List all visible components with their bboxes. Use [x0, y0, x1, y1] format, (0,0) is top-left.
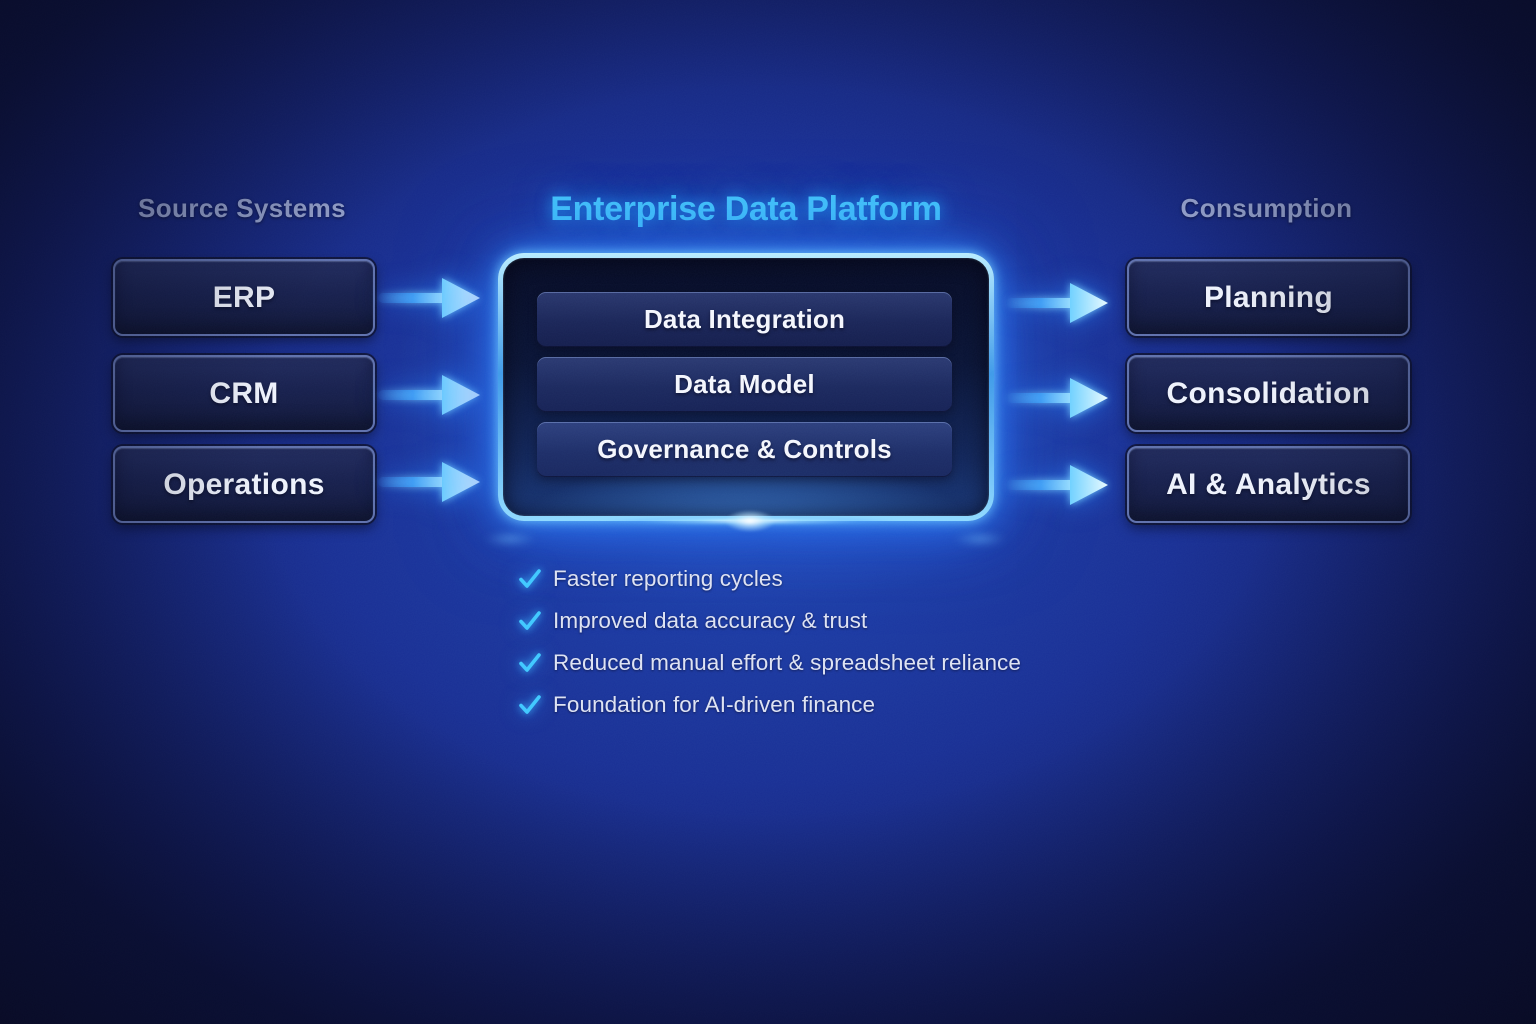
check-icon — [519, 568, 541, 588]
check-icon — [519, 610, 541, 630]
benefit-item: Improved data accuracy & trust — [518, 604, 1021, 637]
benefit-text: Improved data accuracy & trust — [553, 607, 868, 633]
benefit-text: Faster reporting cycles — [553, 565, 783, 591]
arrow-right-icon — [378, 460, 480, 504]
arrow-head — [442, 375, 480, 415]
arrow-right-icon — [1006, 376, 1108, 420]
source-systems-heading: Source Systems — [138, 193, 346, 223]
arrow-head — [1070, 283, 1108, 323]
source-node-erp: ERP — [113, 259, 375, 336]
benefit-text: Reduced manual effort & spreadsheet reli… — [553, 649, 1022, 675]
arrow-head — [442, 278, 480, 318]
benefit-item: Foundation for AI-driven finance — [518, 688, 1021, 721]
arrow-right-icon — [1006, 463, 1108, 507]
source-node-operations: Operations — [113, 446, 375, 523]
arrow-shaft — [1006, 393, 1076, 403]
platform-layer-data-integration: Data Integration — [537, 292, 952, 347]
consumption-heading: Consumption — [1180, 193, 1353, 223]
arrow-shaft — [378, 477, 448, 487]
platform-layer-governance-controls: Governance & Controls — [537, 422, 952, 477]
arrow-shaft — [378, 390, 448, 400]
consumption-node-consolidation: Consolidation — [1127, 355, 1410, 432]
benefit-item: Faster reporting cycles — [518, 562, 1021, 595]
source-node-crm: CRM — [113, 355, 375, 432]
platform-layer-data-model: Data Model — [537, 357, 952, 412]
arrow-shaft — [1006, 298, 1076, 308]
arrow-shaft — [378, 293, 448, 303]
arrow-right-icon — [378, 373, 480, 417]
benefits-list: Faster reporting cycles Improved data ac… — [518, 562, 1021, 721]
benefit-text: Foundation for AI-driven finance — [553, 691, 876, 717]
arrow-shaft — [1006, 480, 1076, 490]
consumption-node-planning: Planning — [1127, 259, 1410, 336]
check-icon — [519, 652, 541, 672]
arrow-right-icon — [1006, 281, 1108, 325]
consumption-node-ai-analytics: AI & Analytics — [1127, 446, 1410, 523]
arrow-head — [1070, 465, 1108, 505]
benefit-item: Reduced manual effort & spreadsheet reli… — [518, 646, 1021, 679]
arrow-head — [1070, 378, 1108, 418]
platform-panel-body: Data Integration Data Model Governance &… — [503, 258, 989, 516]
arrow-head — [442, 462, 480, 502]
panel-left-glow — [475, 530, 545, 548]
arrow-right-icon — [378, 276, 480, 320]
platform-panel: Data Integration Data Model Governance &… — [498, 253, 994, 521]
panel-right-glow — [945, 530, 1015, 548]
check-icon — [519, 694, 541, 714]
platform-title: Enterprise Data Platform — [550, 190, 942, 228]
